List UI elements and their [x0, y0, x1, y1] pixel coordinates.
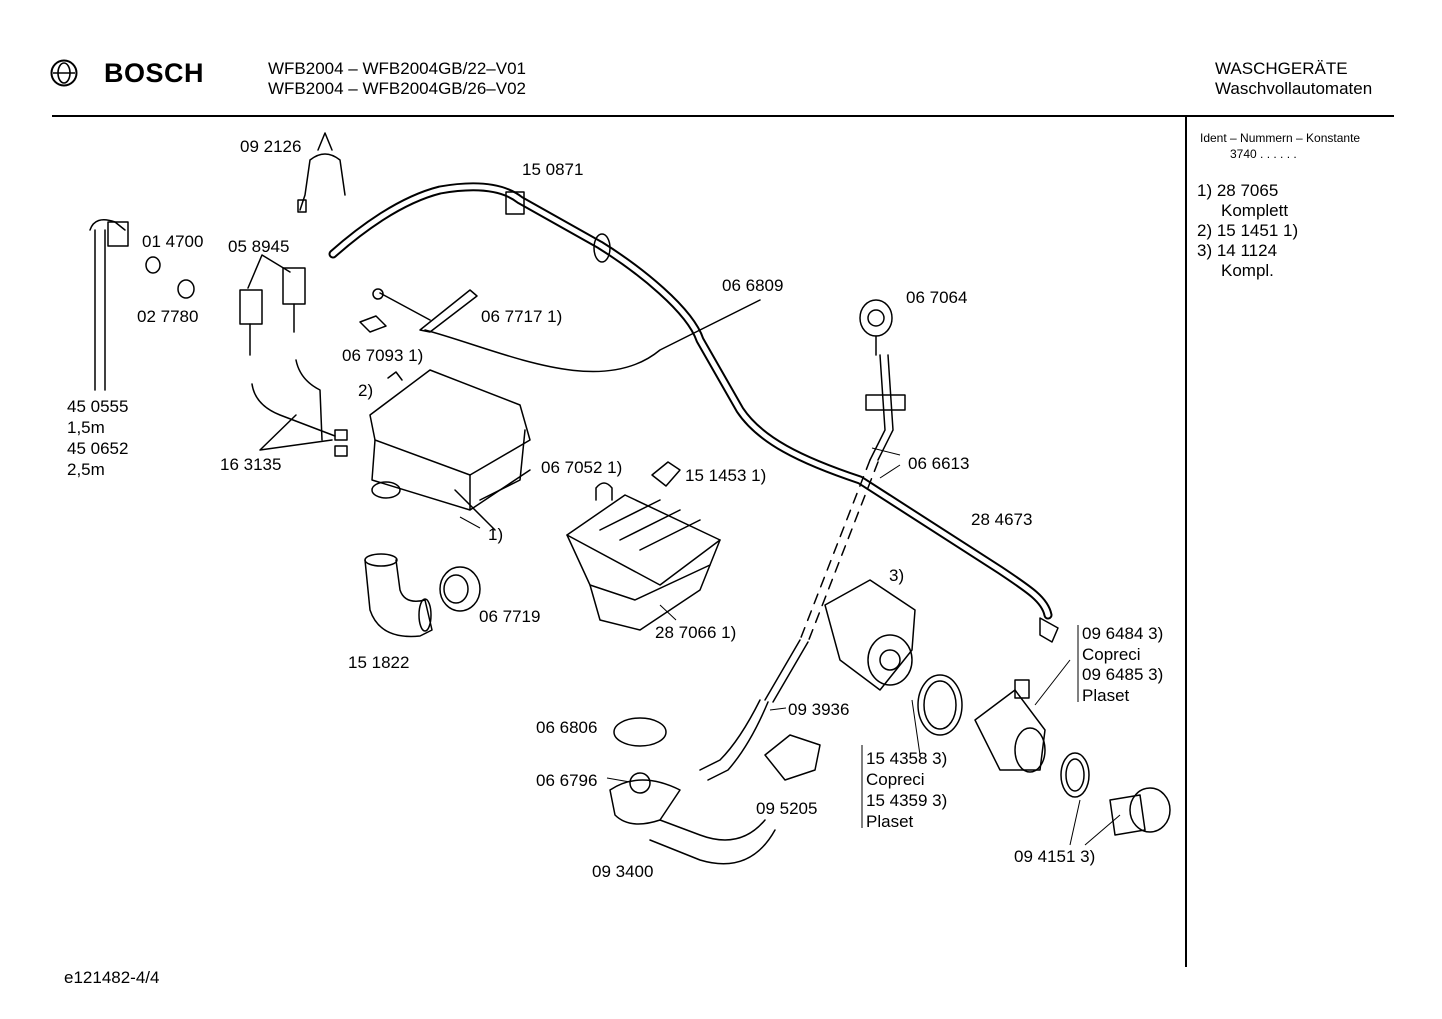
actuator-drawing — [764, 734, 821, 781]
part-label: 15 4359 3) — [866, 791, 948, 810]
sump-drawing — [609, 772, 776, 865]
drain-pump-drawing — [824, 579, 916, 691]
part-label: 02 7780 — [137, 307, 199, 326]
pump-oring-drawing — [917, 674, 963, 736]
part-label: 06 7719 — [479, 607, 541, 626]
drawing-code: e121482-4/4 — [64, 968, 160, 987]
filter-plug-drawing — [1109, 787, 1171, 836]
seal-151453-drawing — [651, 461, 681, 487]
sidebar-divider — [1185, 117, 1187, 967]
hose-093936-drawing — [699, 699, 769, 781]
part-label: 15 4358 3) — [866, 749, 948, 768]
part-label: 09 4151 3) — [1014, 847, 1096, 866]
footnotes: 1) 28 7065 Komplett 2) 15 1451 1) 3) 14 … — [1197, 181, 1298, 281]
filter-027780-drawing — [177, 279, 195, 299]
part-label: 09 2126 — [240, 137, 302, 156]
filter-housing-drawing — [974, 679, 1046, 773]
part-label: 15 1822 — [348, 653, 410, 672]
seal-ring-drawing — [439, 566, 481, 612]
part-label: 1,5m — [67, 418, 105, 437]
part-label: 15 1453 1) — [685, 466, 767, 485]
inlet-valves-drawing — [239, 254, 306, 356]
part-label: 06 7717 1) — [481, 307, 563, 326]
detergent-housing-drawing — [369, 369, 531, 531]
part-label: 3) — [889, 566, 905, 585]
supply-hose-drawing — [328, 182, 1059, 643]
sump-elbow-drawing — [364, 553, 433, 638]
model-line-2: WFB2004 – WFB2004GB/26–V02 — [268, 79, 526, 98]
part-label: 1) — [488, 525, 504, 544]
footnote-2: 2) 15 1451 1) — [1197, 221, 1299, 240]
part-label: 05 8945 — [228, 237, 290, 256]
pressure-switch-drawing — [859, 299, 893, 356]
part-label: Copreci — [866, 770, 925, 789]
footnote-1-desc: Komplett — [1221, 201, 1289, 220]
ident-value: 3740 . . . . . . — [1230, 147, 1297, 161]
part-label: 16 3135 — [220, 455, 282, 474]
bosch-armature-icon — [50, 59, 78, 87]
cable-drawing — [424, 299, 761, 373]
part-label: 06 7093 1) — [342, 346, 424, 365]
part-label: 45 0555 — [67, 397, 129, 416]
pressure-tube-drawing — [764, 354, 906, 703]
brand-name: BOSCH — [104, 58, 205, 88]
inlet-hose-drawing — [89, 219, 129, 391]
part-label: 09 3936 — [788, 700, 850, 719]
part-label: 06 7064 — [906, 288, 968, 307]
part-label: 06 6809 — [722, 276, 784, 295]
filter-oring-drawing — [1060, 752, 1090, 798]
part-label: Plaset — [1082, 686, 1130, 705]
part-label: 28 7066 1) — [655, 623, 737, 642]
category-title: WASCHGERÄTE — [1215, 59, 1348, 78]
detergent-drawer-drawing — [566, 494, 721, 631]
footnote-3-desc: Kompl. — [1221, 261, 1274, 280]
part-label: 45 0652 — [67, 439, 129, 458]
category-subtitle: Waschvollautomaten — [1215, 79, 1373, 98]
part-label: 06 6613 — [908, 454, 970, 473]
part-label: 06 7052 1) — [541, 458, 623, 477]
valve-hoses-drawing — [251, 359, 348, 457]
model-line-1: WFB2004 – WFB2004GB/22–V01 — [268, 59, 526, 78]
part-label: Copreci — [1082, 645, 1141, 664]
footnote-1: 1) 28 7065 — [1197, 181, 1279, 200]
washer-014700-drawing — [145, 256, 161, 274]
hose-clamp-drawing — [613, 717, 667, 747]
part-label: 06 6806 — [536, 718, 598, 737]
part-label: 28 4673 — [971, 510, 1033, 529]
hose-bracket-drawing — [297, 132, 346, 213]
siphon-clip-drawing — [595, 482, 613, 501]
part-label: 09 5205 — [756, 799, 818, 818]
part-label: Plaset — [866, 812, 914, 831]
header-divider — [52, 115, 1394, 117]
part-label: 2) — [358, 381, 374, 400]
part-label: 09 6484 3) — [1082, 624, 1164, 643]
part-label: 09 6485 3) — [1082, 665, 1164, 684]
mounting-bracket-drawing — [359, 288, 478, 333]
part-label: 2,5m — [67, 460, 105, 479]
ident-title: Ident – Nummern – Konstante — [1200, 131, 1361, 145]
footnote-3: 3) 14 1124 — [1197, 241, 1278, 260]
clip-drawing — [387, 371, 403, 381]
part-label: 15 0871 — [522, 160, 584, 179]
part-label: 06 6796 — [536, 771, 598, 790]
part-label: 01 4700 — [142, 232, 204, 251]
part-label: 09 3400 — [592, 862, 654, 881]
